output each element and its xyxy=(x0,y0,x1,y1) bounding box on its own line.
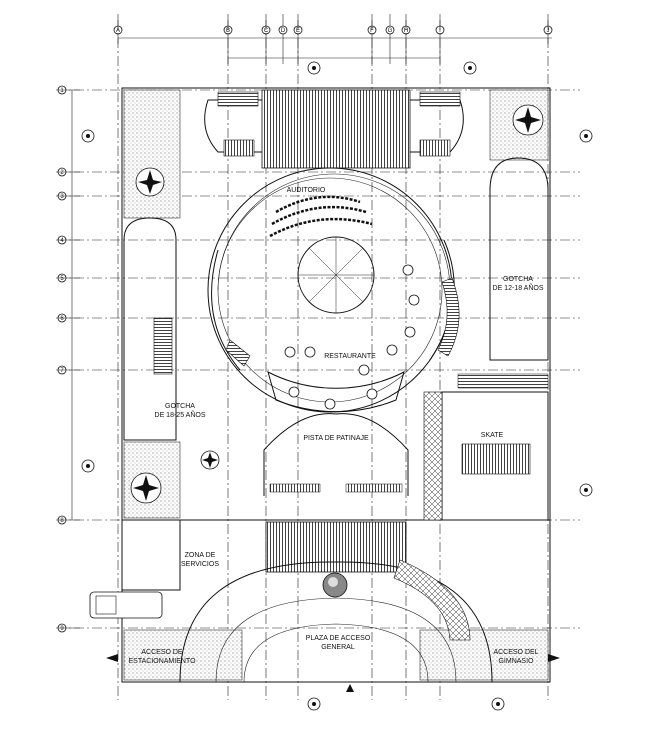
axis-letter: C xyxy=(264,28,269,34)
skate-park-planter xyxy=(423,391,443,521)
axis-number: 4 xyxy=(60,238,64,244)
label-plaza-line2: GENERAL xyxy=(321,644,355,651)
tree-icon xyxy=(130,472,162,504)
axis-number: 8 xyxy=(60,518,64,524)
axis-numbers: 1 2 3 4 5 6 7 8 9 xyxy=(60,88,64,632)
tree-icon xyxy=(135,167,165,197)
skate-bleacher xyxy=(457,373,549,389)
section-marker-icon xyxy=(463,61,477,75)
label-skating-rink: PISTA DE PATINAJE xyxy=(303,435,369,442)
garden-parking-strip xyxy=(123,629,243,681)
east-stair xyxy=(437,277,460,357)
arrow-up-icon xyxy=(346,684,354,692)
main-entrance-stairs xyxy=(265,521,407,573)
axis-letter: F xyxy=(370,28,374,34)
axis-number: 3 xyxy=(60,194,64,200)
restaurant-terrace xyxy=(267,371,405,413)
plaza-outer-arc xyxy=(179,561,493,683)
label-restaurant: RESTAURANTE xyxy=(324,353,376,360)
tree-icon xyxy=(512,104,544,136)
section-marker-icon xyxy=(491,697,505,711)
gotcha-field-east xyxy=(489,157,549,361)
rink-bench-west xyxy=(269,483,321,493)
label-gym-access-line1: ACCESO DEL xyxy=(493,649,538,656)
dining-tables xyxy=(284,264,420,410)
axis-number: 2 xyxy=(60,170,64,176)
label-service-zone-line2: SERVICIOS xyxy=(181,561,219,568)
label-gotcha-east-line1: GOTCHA xyxy=(503,276,533,283)
stair-east-landing xyxy=(419,139,451,157)
central-building-inner-ring xyxy=(217,177,443,403)
skating-rink xyxy=(263,413,409,496)
car-icon xyxy=(89,591,163,619)
section-marker-icon xyxy=(307,697,321,711)
axis-letters: A B C D E F G H I J xyxy=(116,28,550,34)
west-ramp xyxy=(211,249,241,371)
axis-letter: J xyxy=(547,28,550,34)
garden-northwest xyxy=(123,89,181,219)
axis-letter: A xyxy=(116,28,120,34)
axis-letter: E xyxy=(296,28,300,34)
label-skate: SKATE xyxy=(481,432,504,439)
axis-letter: G xyxy=(388,28,393,34)
axis-number: 7 xyxy=(60,368,64,374)
auditorium-seating xyxy=(269,195,373,238)
label-service-zone-line1: ZONA DE xyxy=(185,552,216,559)
section-marker-icon xyxy=(81,459,95,473)
central-building-outer xyxy=(207,167,453,413)
left-dimension-chain xyxy=(57,85,80,633)
label-plaza-line1: PLAZA DE ACCESO xyxy=(306,635,371,642)
skate-ramp xyxy=(461,443,531,475)
label-parking-access-line1: ACCESO DE xyxy=(141,649,183,656)
section-marker-icon xyxy=(579,129,593,143)
axis-number: 9 xyxy=(60,626,64,632)
axis-number: 5 xyxy=(60,276,64,282)
axis-letter: H xyxy=(404,28,408,34)
service-zone xyxy=(121,519,181,591)
plaza-ring-arc xyxy=(243,623,429,683)
plaza-inner-arc xyxy=(215,597,457,683)
arrow-right-icon xyxy=(548,654,560,662)
rink-bench-east xyxy=(345,483,403,493)
axis-letter: D xyxy=(281,28,286,34)
gotcha-west-bleacher xyxy=(153,317,173,375)
axis-letter: B xyxy=(226,28,230,34)
label-gotcha-west-line2: DE 18-25 AÑOS xyxy=(155,410,206,419)
stair-west-landing xyxy=(223,139,255,157)
arrow-left-icon xyxy=(106,654,118,662)
label-gym-access-line2: GIMNASIO xyxy=(498,658,534,665)
axis-number: 1 xyxy=(60,88,64,94)
west-stair xyxy=(225,339,251,367)
top-dimension-chain xyxy=(113,14,553,64)
gotcha-field-west xyxy=(123,217,177,441)
label-auditorium: AUDITORIO xyxy=(287,187,326,194)
label-gotcha-west-line1: GOTCHA xyxy=(165,403,195,410)
dome-radial-lines xyxy=(298,237,374,313)
plaza-east-planter xyxy=(393,559,471,641)
section-marker-icon xyxy=(307,61,321,75)
section-marker-icon xyxy=(579,483,593,497)
section-marker-icon xyxy=(81,129,95,143)
label-gotcha-east-line2: DE 12-18 AÑOS xyxy=(493,283,544,292)
stair-northwest xyxy=(217,91,259,107)
axis-letter: I xyxy=(439,28,441,34)
tree-icon xyxy=(200,450,220,470)
stair-northeast xyxy=(419,91,461,107)
axis-number: 6 xyxy=(60,316,64,322)
label-parking-access-line2: ESTACIONAMIENTO xyxy=(128,658,196,665)
grandstand-seating xyxy=(261,89,411,169)
